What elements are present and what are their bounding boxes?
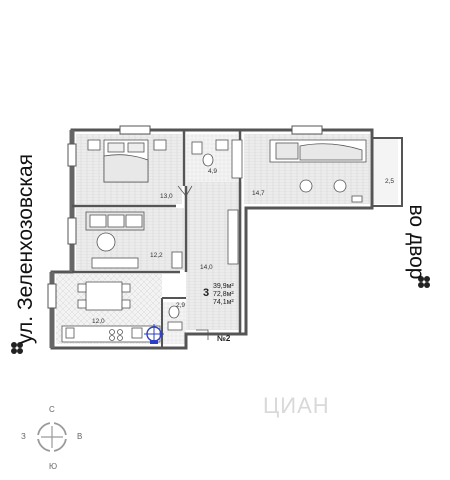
area-total: 72,8м²	[213, 291, 234, 298]
yard-label: во двор	[405, 204, 428, 280]
bedroom2-furniture	[269, 139, 367, 203]
compass-north: С	[49, 405, 55, 414]
compass	[35, 420, 69, 454]
compass-south: Ю	[49, 462, 58, 471]
hall-furniture	[177, 185, 239, 265]
street-label: ул. Зеленхозовская	[14, 153, 37, 344]
living-area-label: 12,2	[150, 252, 163, 259]
area-summary: 39,9м² 72,8м² 74,1м²	[213, 283, 234, 307]
bathroom-fixtures	[191, 139, 243, 179]
watermark: ЦИАН	[263, 393, 330, 418]
compass-east: В	[77, 432, 83, 441]
wc-fixtures	[167, 305, 183, 331]
balcony-area-label: 2,5	[385, 178, 395, 185]
utility-riser	[144, 324, 164, 344]
bathroom-area-label: 4,9	[208, 168, 218, 175]
living-furniture	[85, 211, 183, 269]
area-living: 39,9м²	[213, 283, 234, 290]
rooms-count: 3	[203, 287, 210, 299]
bedroom-furniture	[87, 139, 167, 183]
wc-area-label: 2,9	[176, 302, 186, 309]
balcony-floor	[372, 138, 398, 204]
hall-area-label: 14,0	[200, 264, 213, 271]
kitchen-furniture	[61, 281, 161, 343]
street-tree-icon	[11, 342, 23, 354]
bedroom-area-label: 13,0	[160, 193, 173, 200]
compass-west: З	[21, 432, 26, 441]
apartment-number: №2	[217, 334, 231, 343]
yard-tree-icon	[418, 276, 430, 288]
windows	[47, 125, 323, 309]
kitchen-area-label: 12,0	[92, 318, 105, 325]
area-with-balcony: 74,1м²	[213, 299, 234, 306]
entrance-door	[196, 329, 209, 340]
bedroom2-area-label: 14,7	[252, 190, 265, 197]
